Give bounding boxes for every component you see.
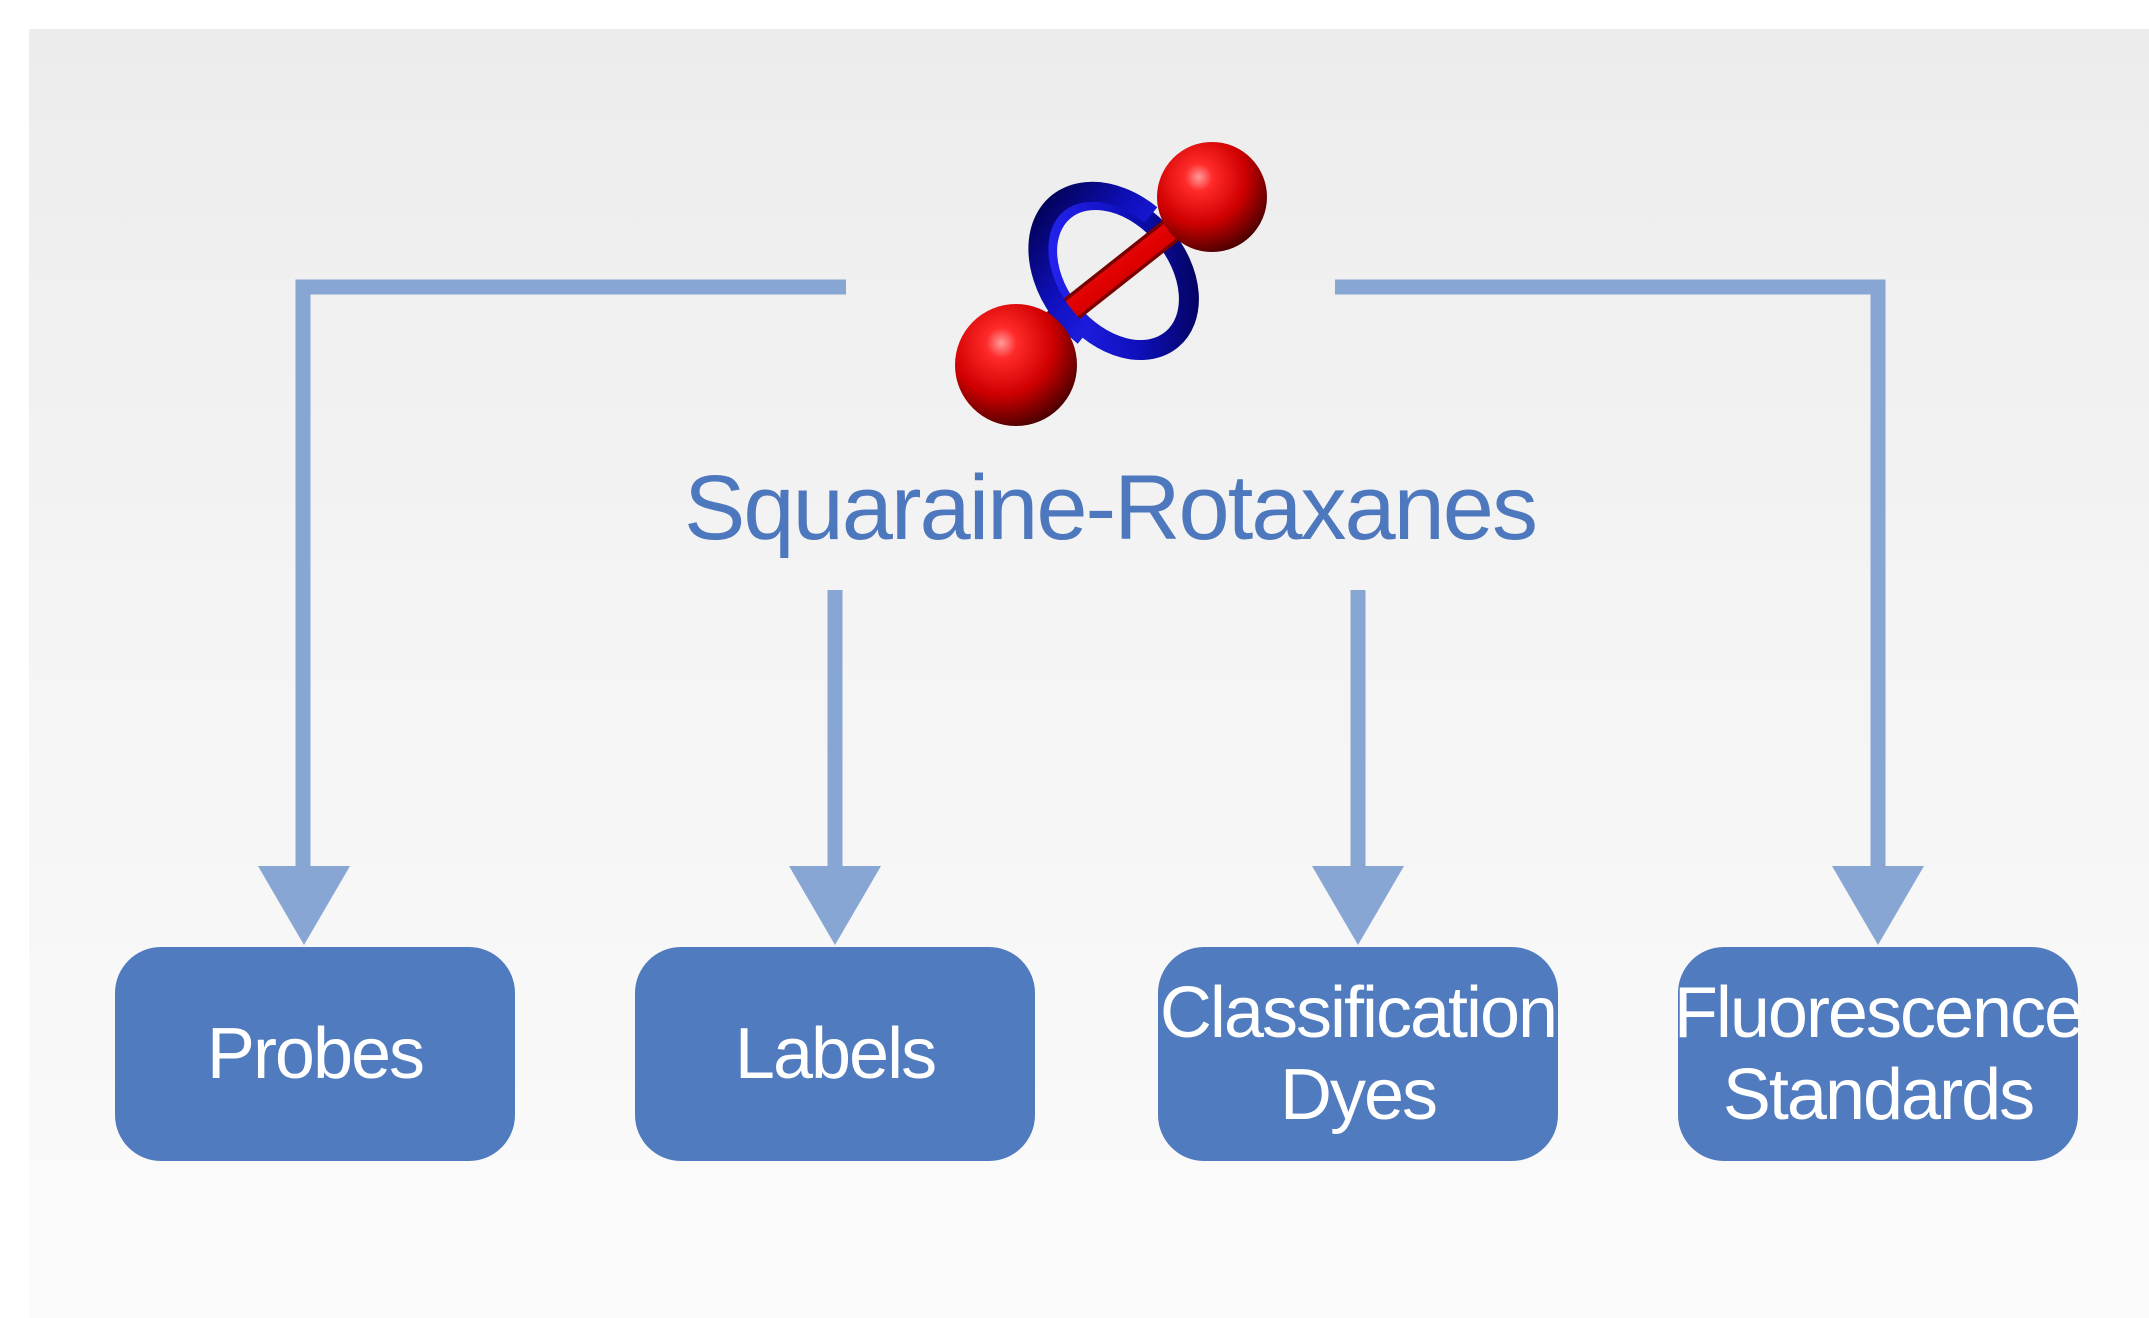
node-probes: Probes xyxy=(115,947,515,1161)
arrowhead-classification-dyes xyxy=(1312,866,1404,945)
connector-labels xyxy=(789,590,881,945)
node-fluorescence-standards-label-line: Standards xyxy=(1722,1055,2035,1135)
arrowhead-labels xyxy=(789,866,881,945)
connector-classification-dyes xyxy=(1312,590,1404,945)
node-labels: Labels xyxy=(635,947,1035,1161)
arrowhead-probes xyxy=(258,866,350,945)
connector-probes xyxy=(258,279,846,945)
node-labels-label-line: Labels xyxy=(734,1014,937,1094)
connector-fluorescence-standards xyxy=(1335,279,1924,945)
rotaxane-molecule-icon xyxy=(955,142,1267,426)
arrowhead-fluorescence-standards xyxy=(1832,866,1924,945)
node-fluorescence-standards-label-line: Fluorescence xyxy=(1673,973,2084,1053)
node-classification-dyes-label-line: Dyes xyxy=(1279,1055,1438,1135)
node-classification-dyes-label-line: Classification xyxy=(1159,973,1558,1053)
diagram-title: Squaraine-Rotaxanes xyxy=(684,457,1538,559)
node-probes-label-line: Probes xyxy=(206,1014,425,1094)
